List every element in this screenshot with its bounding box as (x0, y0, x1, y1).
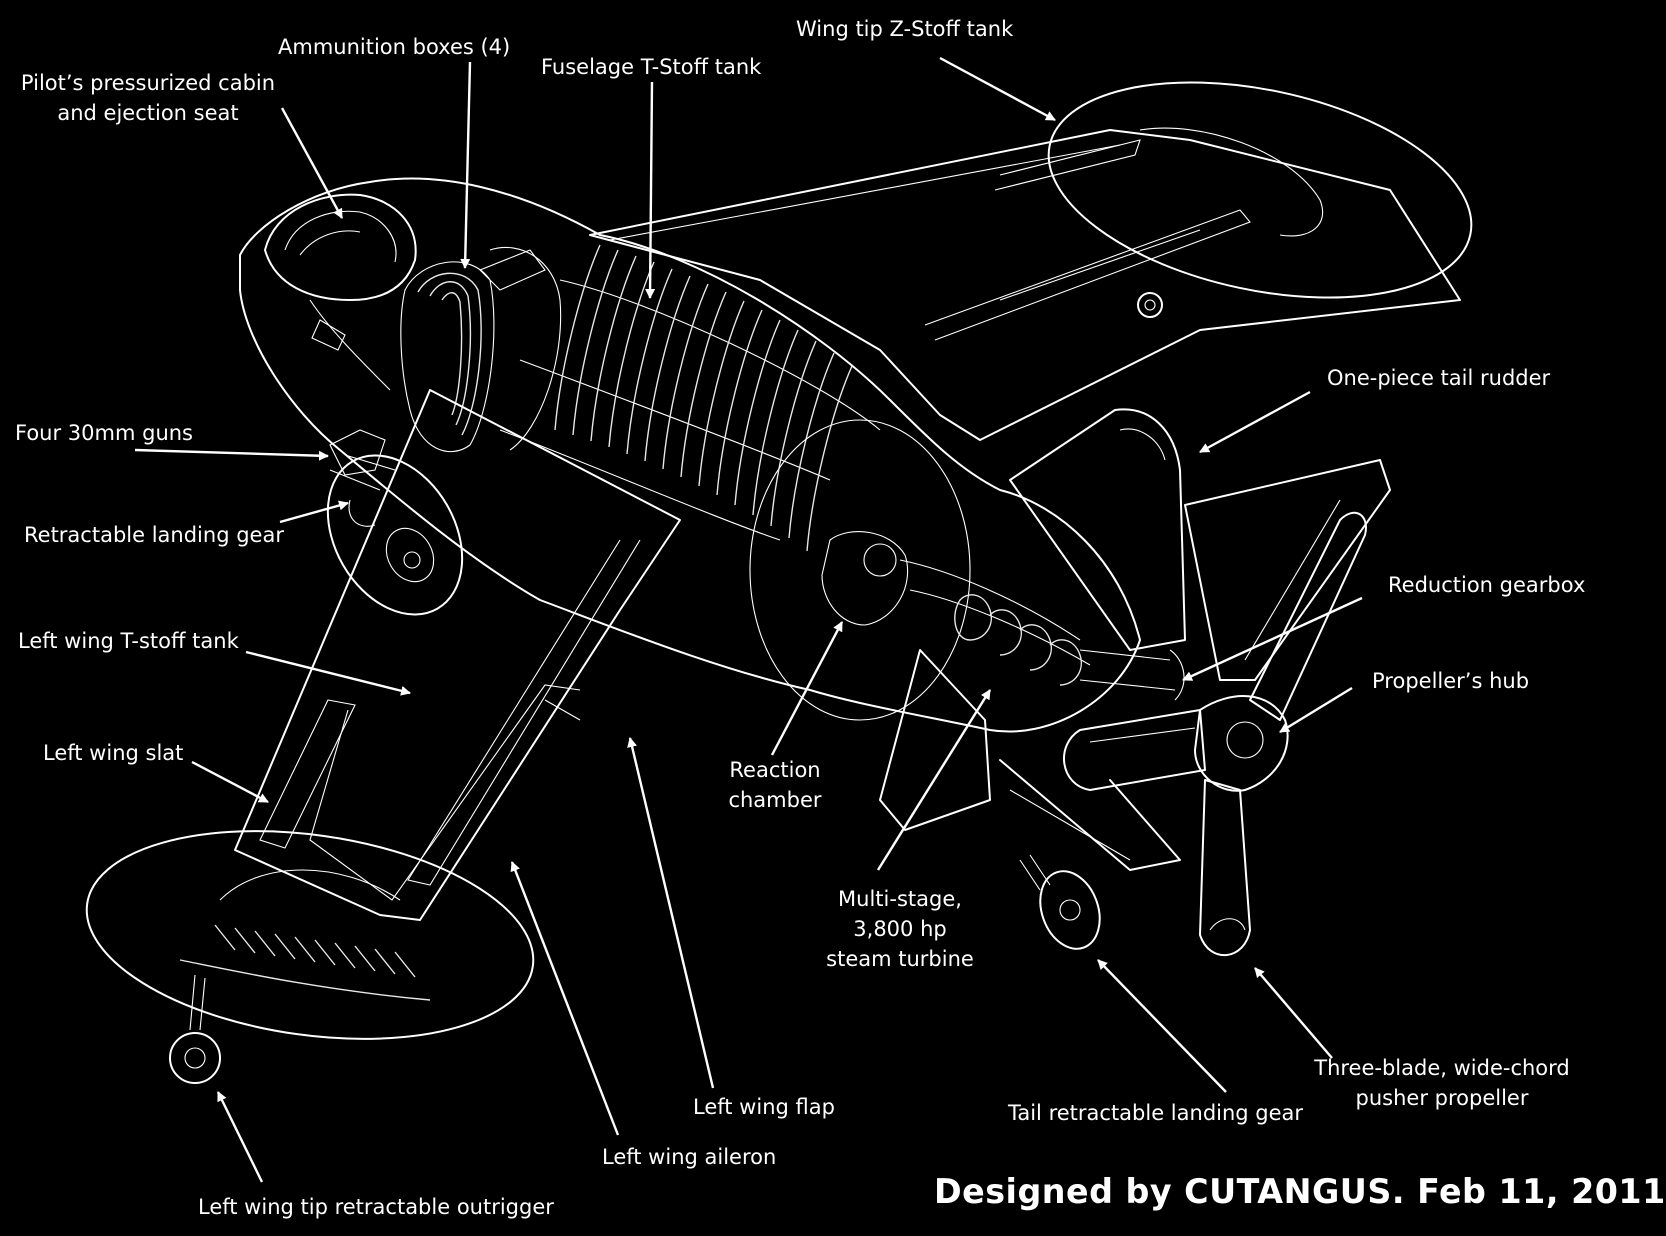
leader-reaction-chamber (770, 621, 844, 756)
label-left-wing-slat: Left wing slat (43, 741, 184, 765)
right-wing-tip-tank (1047, 81, 1473, 318)
leader-tail-rudder (1199, 390, 1311, 454)
leader-steam-turbine (876, 689, 992, 871)
cutaway-diagram: Wing tip Z-Stoff tank Ammunition boxes (… (15, 17, 1666, 1219)
tail-rudder (1009, 408, 1391, 681)
leader-left-wing-aileron (510, 861, 620, 1136)
leader-wing-tip-tank (939, 56, 1056, 122)
propeller (1063, 511, 1367, 956)
left-wing-tip-tank (85, 830, 535, 1084)
label-propeller-hub: Propeller’s hub (1372, 669, 1530, 693)
leader-ammunition-boxes (460, 61, 472, 269)
label-reaction-chamber: Reaction chamber (728, 758, 822, 812)
label-wing-tip-z-stoff-tank: Wing tip Z-Stoff tank (796, 17, 1014, 41)
leader-reduction-gearbox (1182, 596, 1363, 682)
leader-propeller-hub (1279, 686, 1353, 734)
label-left-wing-aileron: Left wing aileron (602, 1145, 777, 1169)
leader-pilot-cabin (280, 107, 344, 219)
leader-propeller (1254, 967, 1333, 1059)
leader-left-wing-tank (245, 650, 411, 696)
guns-and-nose-gear (326, 429, 464, 616)
label-ammunition-boxes: Ammunition boxes (4) (278, 35, 511, 59)
label-left-wing-t-stoff-tank: Left wing T-stoff tank (18, 629, 239, 653)
label-steam-turbine: Multi-stage, 3,800 hp steam turbine (826, 887, 974, 971)
label-pilot-cabin: Pilot’s pressurized cabin and ejection s… (20, 71, 276, 125)
label-reduction-gearbox: Reduction gearbox (1388, 573, 1586, 597)
right-wing (589, 129, 1461, 441)
aircraft-cutaway-drawing (85, 56, 1473, 1183)
left-wing (234, 389, 681, 921)
leader-outrigger (216, 1091, 264, 1183)
label-left-wing-tip-outrigger: Left wing tip retractable outrigger (198, 1195, 554, 1219)
label-left-wing-flap: Left wing flap (693, 1095, 835, 1119)
leader-guns (134, 448, 329, 461)
ammunition-boxes (400, 246, 562, 453)
label-four-30mm-guns: Four 30mm guns (15, 421, 193, 445)
leader-lines (134, 56, 1363, 1183)
lower-fin (879, 649, 1181, 871)
label-tail-retractable-landing-gear: Tail retractable landing gear (1008, 1101, 1304, 1125)
label-one-piece-tail-rudder: One-piece tail rudder (1327, 366, 1551, 390)
label-pusher-propeller: Three-blade, wide-chord pusher propeller (1314, 1056, 1570, 1110)
leader-left-wing-flap (627, 737, 715, 1089)
leader-left-wing-slat (191, 760, 269, 804)
leader-tail-gear (1097, 959, 1227, 1093)
label-fuselage-t-stoff-tank: Fuselage T-Stoff tank (541, 55, 762, 79)
cockpit (264, 193, 417, 391)
designer-credit: Designed by CUTANGUS. Feb 11, 2011 (934, 1172, 1666, 1212)
engine-bay (749, 419, 1185, 721)
tail-landing-gear (1019, 854, 1101, 950)
leader-fuselage-tank (645, 81, 656, 299)
leader-nose-gear (279, 500, 349, 524)
label-retractable-landing-gear: Retractable landing gear (24, 523, 284, 547)
